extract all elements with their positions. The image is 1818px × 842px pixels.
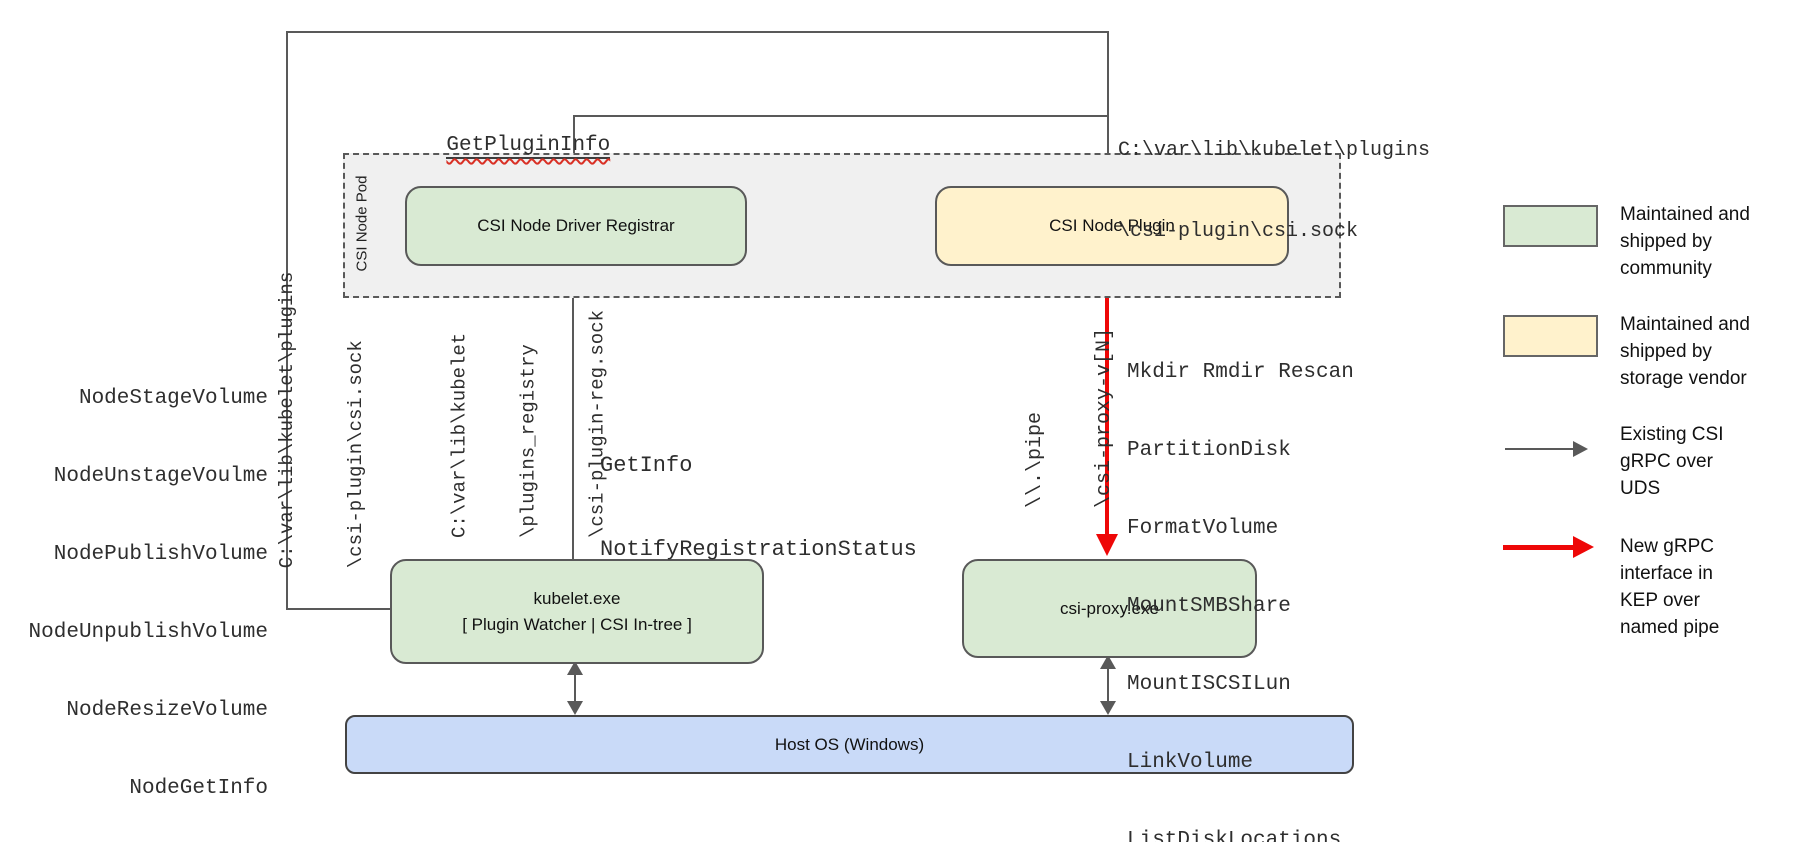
arrowhead-csiproxy-host-down-icon: [1100, 701, 1116, 715]
host-os-box: Host OS (Windows): [345, 715, 1354, 774]
legend-community-text: Maintained and shipped by community: [1620, 204, 1750, 279]
named-pipe-path-line2: \csi-proxy-v[N]: [1093, 327, 1116, 509]
proxy-op: MountSMBShare: [1127, 595, 1291, 618]
csi-proxy-label: csi-proxy.exe: [1060, 598, 1159, 618]
connector-into-plugin: [1107, 31, 1109, 174]
arrowhead-kubelet-host-down-icon: [567, 701, 583, 715]
connector-getplugininfo-vertical: [573, 115, 575, 186]
csi-proxy-box: csi-proxy.exe: [962, 559, 1257, 658]
named-pipe-path-line1: \\.\pipe: [1024, 412, 1047, 509]
csi-sock-path-left-line1: C:\var\lib\kubelet\plugins: [276, 271, 298, 569]
legend-named-pipe-text: New gRPC interface in KEP over named pip…: [1620, 536, 1720, 638]
csi-sock-path-top-line2: \csi-plugin\csi.sock: [1118, 220, 1359, 243]
legend-vendor-text: Maintained and shipped by storage vendor: [1620, 314, 1750, 389]
proxy-op: ListDiskLocations: [1127, 829, 1342, 842]
proxy-op: FormatVolume: [1127, 517, 1279, 540]
proxy-ops-list: Mkdir Rmdir Rescan PartitionDisk FormatV…: [1127, 308, 1354, 842]
connector-getplugininfo-horizontal: [573, 115, 1109, 117]
csi-sock-path-top-line1: C:\var\lib\kubelet\plugins: [1118, 139, 1431, 162]
proxy-op: Mkdir Rmdir Rescan: [1127, 361, 1354, 384]
csi-node-driver-registrar-label: CSI Node Driver Registrar: [477, 216, 675, 235]
arrowhead-red-into-csiproxy-icon: [1096, 534, 1118, 556]
arrowhead-kubelet-host-up-icon: [567, 661, 583, 675]
connector-kubelet-loop-top: [286, 31, 1109, 33]
csi-node-plugin-label: CSI Node Plugin: [1049, 216, 1175, 235]
legend-red-arrowhead-icon: [1573, 536, 1594, 558]
registry-sock-path-line2: \plugins_registry: [517, 344, 540, 539]
legend-gray-arrow-line: [1505, 448, 1575, 450]
registration-op: NotifyRegistrationStatus: [600, 537, 917, 562]
node-op: NodeUnpublishVolume: [28, 621, 268, 644]
node-ops-list: NodeStageVolume NodeUnstageVoulme NodePu…: [18, 334, 268, 842]
kubelet-label-line2: [ Plugin Watcher | CSI In-tree ]: [462, 614, 692, 634]
connector-csiproxy-host: [1107, 666, 1109, 704]
node-op: NodeUnstageVoulme: [53, 465, 268, 488]
proxy-op: LinkVolume: [1127, 751, 1254, 774]
proxy-op: PartitionDisk: [1127, 439, 1291, 462]
connector-kubelet-host: [574, 672, 576, 704]
kubelet-box: kubelet.exe [ Plugin Watcher | CSI In-tr…: [390, 559, 764, 664]
get-plugin-info-label: GetPluginInfo: [446, 134, 611, 159]
kubelet-label-line1: kubelet.exe: [533, 588, 621, 608]
proxy-op: MountISCSILun: [1127, 673, 1291, 696]
node-op: NodeGetInfo: [129, 777, 268, 800]
connector-kubelet-registrar: [572, 273, 574, 559]
legend-gray-arrowhead-icon: [1573, 441, 1588, 457]
connector-kubelet-loop-bottom: [286, 608, 390, 610]
registration-op: GetInfo: [600, 453, 693, 478]
legend-uds-text: Existing CSI gRPC over UDS: [1620, 424, 1724, 499]
registry-sock-path-line1: C:\var\lib\kubelet: [448, 332, 471, 539]
registration-ops-list: GetInfo NotifyRegistrationStatus: [600, 396, 917, 620]
connector-plugin-csiproxy-red: [1105, 261, 1109, 537]
node-op: NodeStageVolume: [78, 387, 268, 410]
csi-sock-path-top: C:\var\lib\kubelet\plugins \csi-plugin\c…: [1118, 83, 1430, 299]
host-os-label: Host OS (Windows): [774, 734, 925, 754]
legend-red-arrow-line: [1503, 545, 1575, 550]
csi-node-driver-registrar-box: CSI Node Driver Registrar: [405, 186, 747, 266]
node-op: NodePublishVolume: [53, 543, 268, 566]
csi-sock-path-left-line2: \csi-plugin\csi.sock: [345, 340, 367, 569]
node-op: NodeResizeVolume: [66, 699, 268, 722]
legend-vendor-swatch: [1503, 315, 1598, 357]
csi-node-plugin-box: CSI Node Plugin: [935, 186, 1289, 266]
legend-community-swatch: [1503, 205, 1598, 247]
connector-kubelet-loop-vertical: [286, 31, 288, 610]
arrowhead-csiproxy-host-up-icon: [1100, 655, 1116, 669]
csi-node-pod-label: CSI Node Pod: [353, 175, 371, 272]
